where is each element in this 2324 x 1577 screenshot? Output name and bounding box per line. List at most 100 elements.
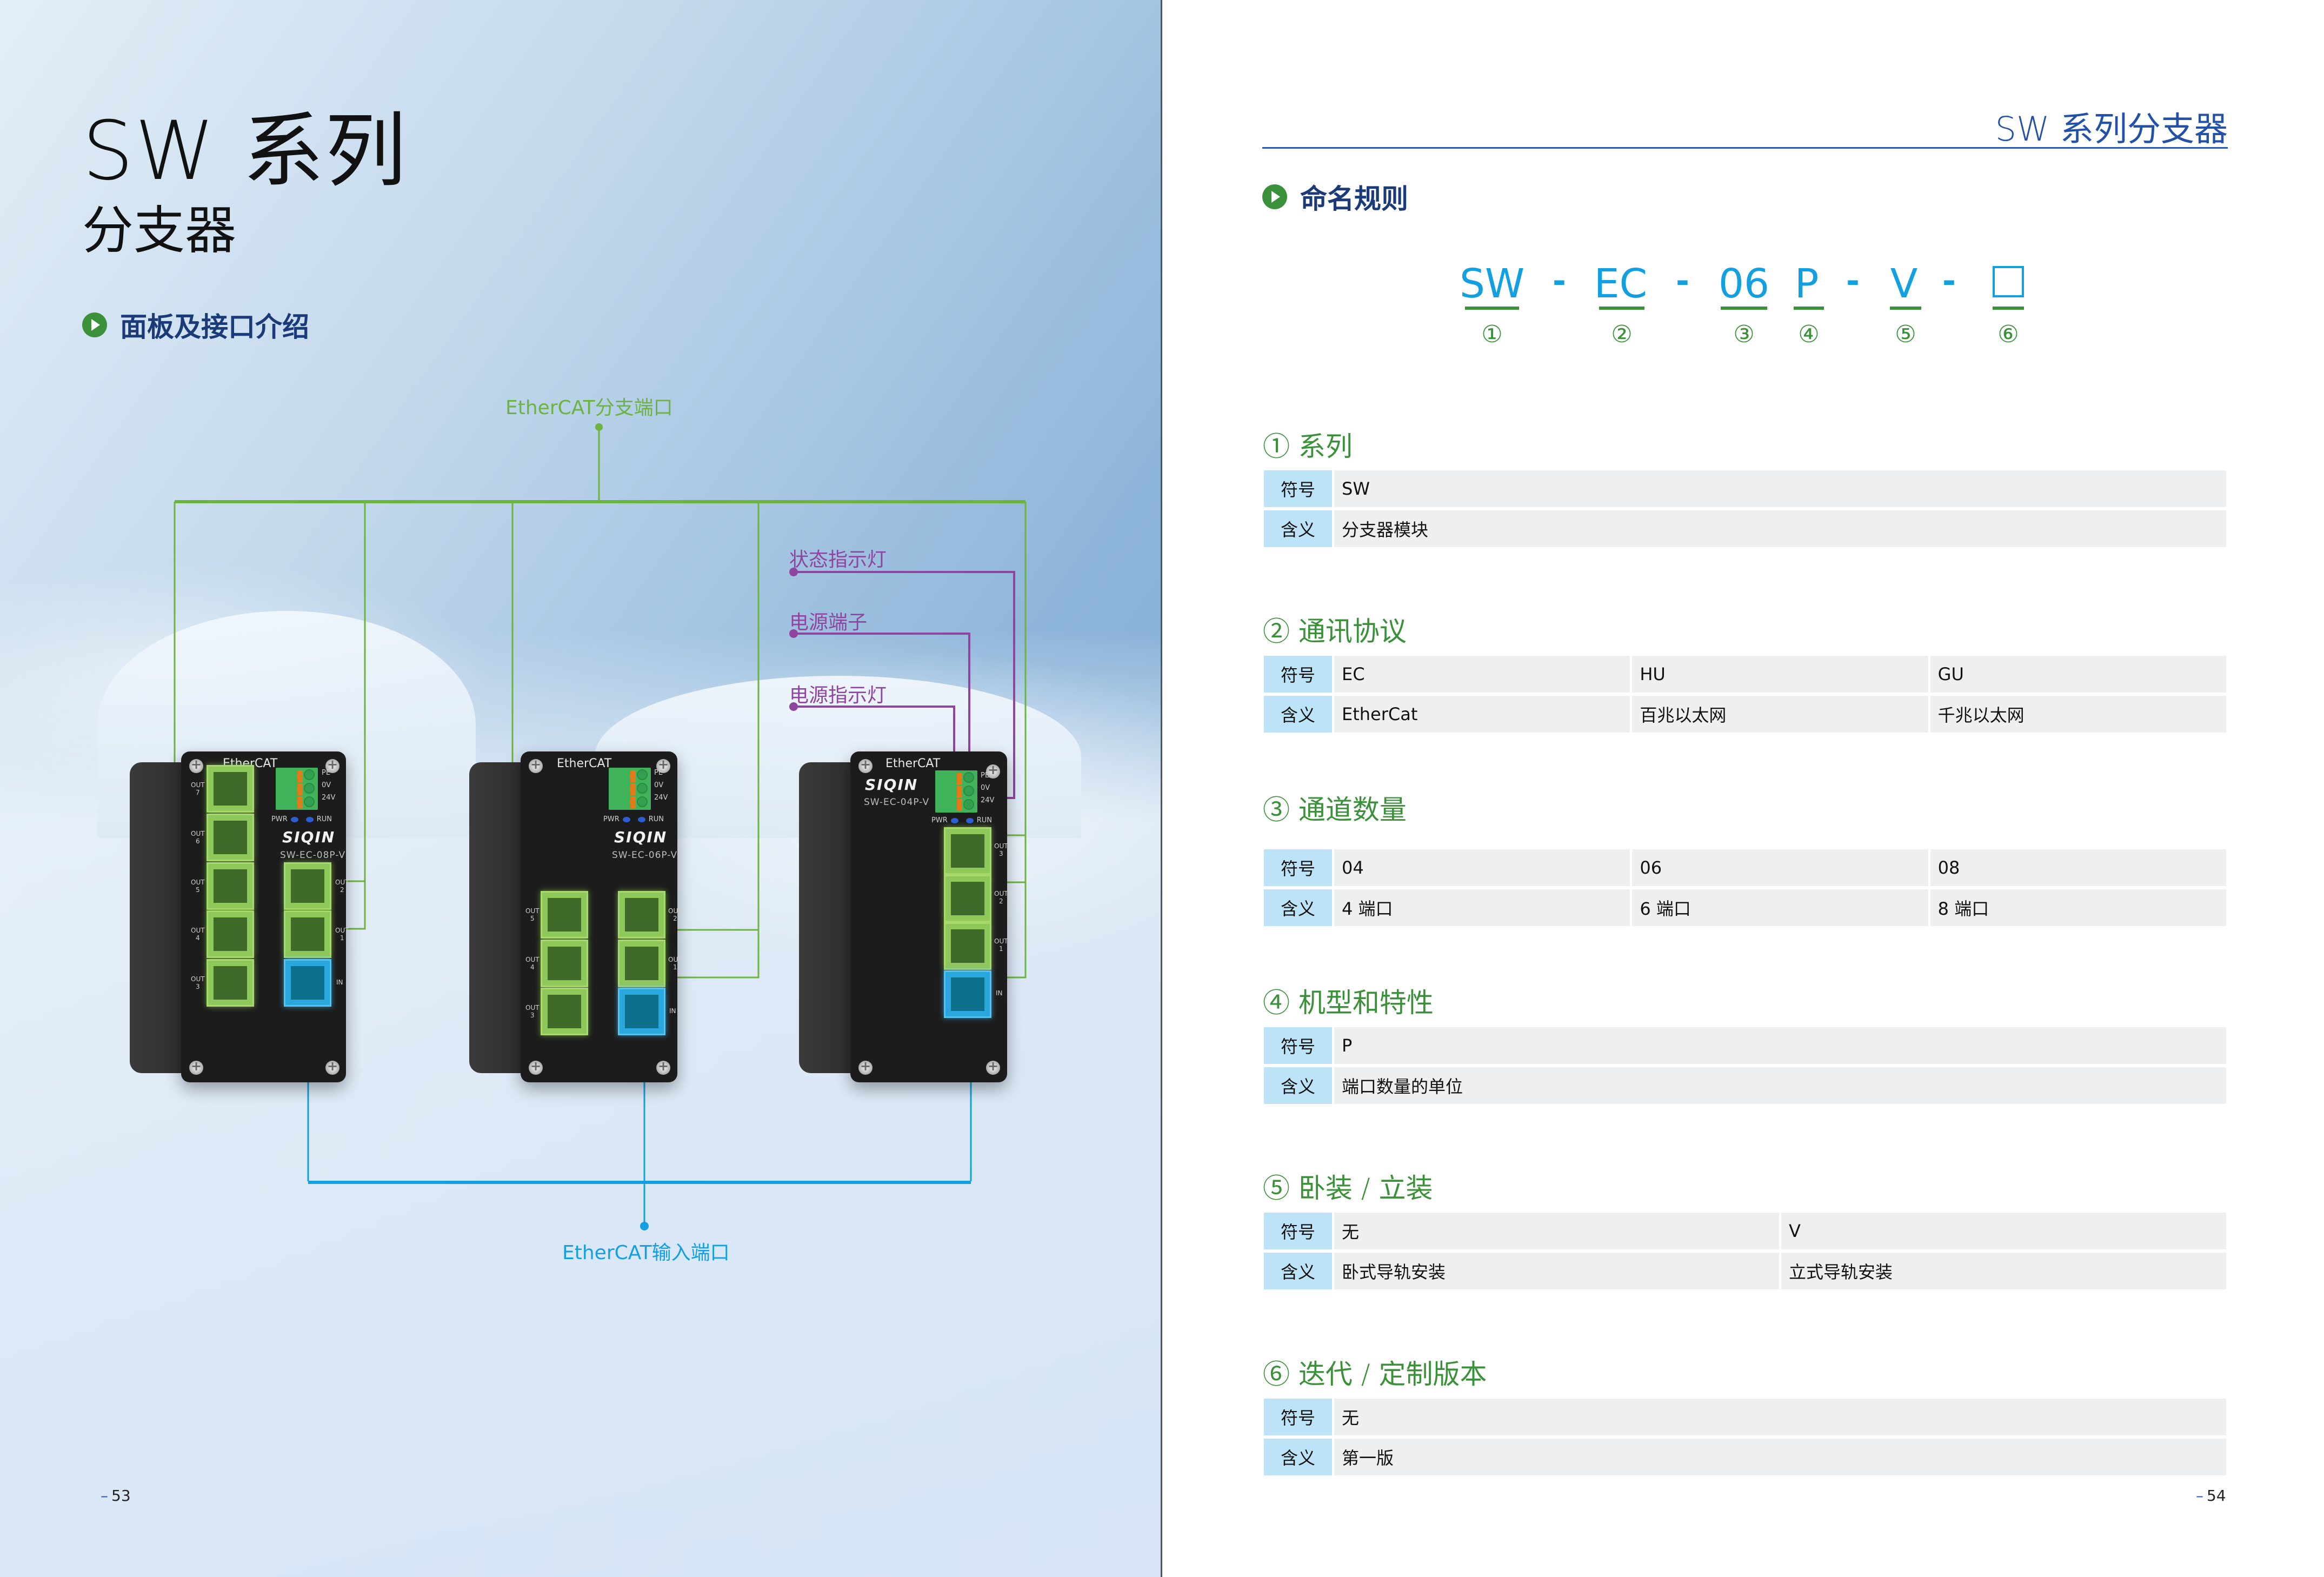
rj45-port-out1 xyxy=(618,940,665,987)
pin-label: PE xyxy=(981,771,990,780)
rj45-port-out4 xyxy=(541,940,588,987)
pin-label: 24V xyxy=(654,794,668,802)
table-cell: GU xyxy=(1930,656,2226,693)
code-underline xyxy=(1599,307,1644,310)
branch-line-dev1-right xyxy=(341,502,366,930)
rj45-port-in xyxy=(284,959,331,1007)
rj45-port-out3 xyxy=(207,959,254,1007)
spec-table-channels: 符号 04 06 08 含义 4 端口 6 端口 8 端口 xyxy=(1264,849,2226,929)
status-led-label: 状态指示灯 xyxy=(789,549,887,571)
callout-dot xyxy=(789,702,798,711)
table-cell: 分支器模块 xyxy=(1334,510,2226,547)
spec-table-mount: 符号 无 V 含义 卧式导轨安装 立式导轨安装 xyxy=(1264,1213,2226,1293)
play-circle-icon xyxy=(82,312,107,337)
run-led-icon xyxy=(637,816,645,822)
table-row: 符号 无 xyxy=(1264,1399,2226,1435)
port-label: IN xyxy=(669,1007,676,1015)
screw-icon xyxy=(529,757,543,773)
table-cell: 4 端口 xyxy=(1334,889,1630,926)
table-row: 含义 卧式导轨安装 立式导轨安装 xyxy=(1264,1253,2226,1289)
table-cell: V xyxy=(1781,1213,2226,1249)
table-row: 含义 第一版 xyxy=(1264,1439,2226,1475)
spec-table-protocol: 符号 EC HU GU 含义 EtherCat 百兆以太网 千兆以太网 xyxy=(1264,656,2226,736)
screw-icon xyxy=(986,1059,1000,1075)
row-key: 含义 xyxy=(1264,510,1332,547)
spec-title-channels: ③ 通道数量 xyxy=(1263,794,1407,826)
rj45-port-out1 xyxy=(944,922,991,970)
pwr-led-icon xyxy=(622,816,630,822)
table-row: 符号 04 06 08 xyxy=(1264,849,2226,886)
page-number-right: –54 xyxy=(2196,1487,2226,1505)
port-label: OUT 4 xyxy=(525,956,540,971)
code-index: ③ xyxy=(1733,321,1755,348)
ethercat-mark: EtherCAT xyxy=(885,757,941,770)
power-terminal-label: 电源端子 xyxy=(789,611,868,634)
code-separator: - xyxy=(1676,262,1689,300)
callout-dot xyxy=(789,629,798,638)
play-circle-icon xyxy=(1262,184,1287,209)
row-key: 含义 xyxy=(1264,1067,1332,1104)
code-underline xyxy=(1794,307,1824,310)
screw-icon xyxy=(325,1059,339,1075)
pin-label: 0V xyxy=(981,784,990,792)
brand-logo: SIQIN xyxy=(282,828,336,846)
code-separator: - xyxy=(1846,262,1860,300)
pwr-led-label: PWR xyxy=(931,816,948,824)
table-cell: SW xyxy=(1334,470,2226,507)
pin-label: PE xyxy=(654,769,663,777)
run-led-icon xyxy=(965,817,974,823)
ethercat-mark: EtherCAT xyxy=(557,757,612,770)
led-indicators: PWR RUN xyxy=(931,816,992,824)
section-heading-text: 命名规则 xyxy=(1300,183,1408,215)
row-key: 符号 xyxy=(1264,656,1332,693)
table-row: 符号 无 V xyxy=(1264,1213,2226,1249)
table-cell: 08 xyxy=(1930,849,2226,886)
row-key: 符号 xyxy=(1264,1213,1332,1249)
port-label: OUT 7 xyxy=(191,781,205,796)
pin-label: 0V xyxy=(322,781,331,789)
screw-icon xyxy=(325,757,339,773)
port-label: OUT 1 xyxy=(994,937,1008,953)
pin-label: PE xyxy=(322,769,331,777)
rj45-port-out1 xyxy=(284,910,331,958)
table-cell: EtherCat xyxy=(1334,696,1630,733)
row-key: 符号 xyxy=(1264,1399,1332,1435)
power-led-label: 电源指示灯 xyxy=(789,684,887,707)
code-index: ① xyxy=(1481,321,1503,348)
page-title: SW 系列 xyxy=(82,104,408,198)
table-cell: 无 xyxy=(1334,1213,1779,1249)
table-cell: 第一版 xyxy=(1334,1439,2226,1475)
rj45-port-out7 xyxy=(207,765,254,813)
port-label: OUT 3 xyxy=(994,842,1008,857)
port-label: OUT 5 xyxy=(525,907,540,922)
screw-icon xyxy=(529,1059,543,1075)
table-cell: P xyxy=(1334,1027,2226,1064)
screw-icon xyxy=(656,1059,670,1075)
row-key: 符号 xyxy=(1264,470,1332,507)
power-terminal xyxy=(609,768,651,810)
code-part-channels: 06 xyxy=(1718,261,1770,307)
table-row: 含义 分支器模块 xyxy=(1264,510,2226,547)
run-led-label: RUN xyxy=(976,816,993,824)
section-heading-text: 面板及接口介绍 xyxy=(120,311,309,343)
code-index: ⑤ xyxy=(1895,321,1916,348)
rj45-port-out5 xyxy=(541,891,588,939)
port-label: OUT 5 xyxy=(191,879,205,894)
screw-icon xyxy=(858,1059,873,1075)
rj45-port-out5 xyxy=(207,862,254,910)
code-index: ② xyxy=(1611,321,1633,348)
screw-icon xyxy=(189,757,203,773)
power-terminal-callout-line xyxy=(794,633,970,765)
table-row: 含义 EtherCat 百兆以太网 千兆以太网 xyxy=(1264,696,2226,733)
rj45-port-out4 xyxy=(207,910,254,958)
branch-line-dev2-right xyxy=(673,502,760,979)
rj45-port-out2 xyxy=(618,891,665,939)
branch-ports-label: EtherCAT分支端口 xyxy=(505,397,673,419)
code-index: ⑥ xyxy=(1997,321,2019,348)
running-header: SW 系列分支器 xyxy=(1995,109,2228,149)
rj45-port-out3 xyxy=(541,988,588,1035)
row-key: 含义 xyxy=(1264,1439,1332,1475)
table-row: 符号 EC HU GU xyxy=(1264,656,2226,693)
table-cell: 百兆以太网 xyxy=(1632,696,1928,733)
port-label: IN xyxy=(336,979,343,986)
